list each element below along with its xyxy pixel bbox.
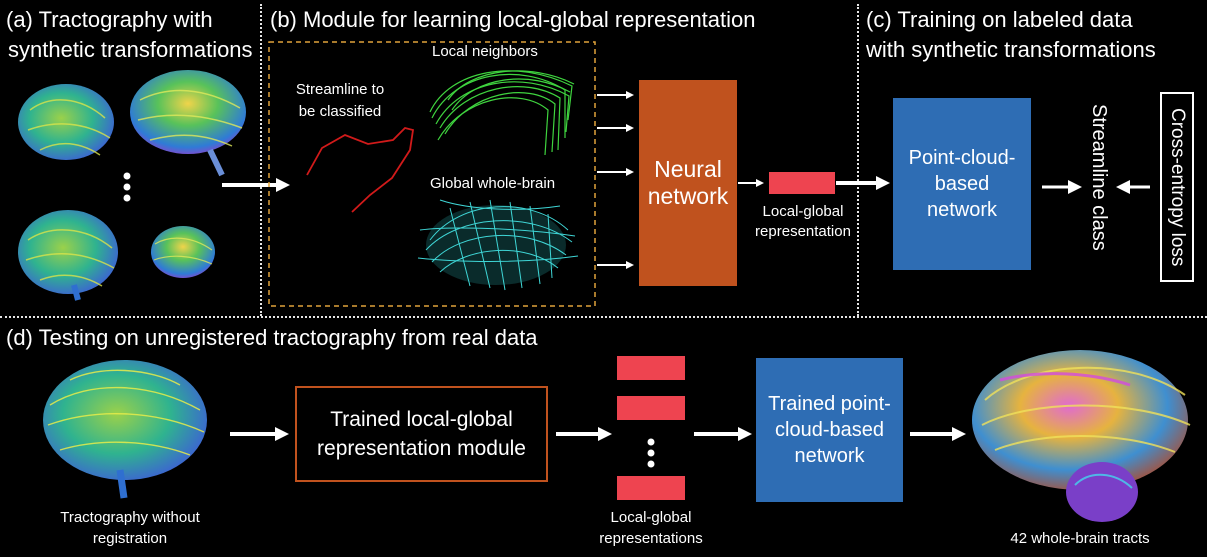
trained-pc-network-label-line2: cloud-based (775, 419, 884, 441)
representation-bar-2 (617, 396, 685, 420)
rep-label-line2: representation (755, 223, 851, 240)
neural-network-box: Neural network (639, 80, 737, 286)
local-neighbors-image (429, 70, 575, 156)
global-brain-image (417, 199, 579, 291)
reps-label-line1: Local-global (610, 509, 692, 526)
divider-b-c (857, 4, 859, 316)
trained-module-label-line1: Trained local-global (330, 407, 513, 431)
point-cloud-network-box: Point-cloud- based network (893, 98, 1031, 270)
output-tracts-label: 42 whole-brain tracts (1010, 530, 1150, 547)
panel-b-title: (b) Module for learning local-global rep… (270, 7, 756, 32)
input-dashed-box (268, 41, 596, 307)
pc-network-label-line2: based (934, 173, 990, 195)
panel-c-title-line2: with synthetic transformations (866, 37, 1156, 62)
panel-a-title-line2: synthetic transformations (8, 37, 253, 62)
cross-entropy-loss-box: Cross-entropy loss (1160, 92, 1194, 282)
divider-top-bottom (0, 316, 1207, 318)
input-label-line1: Tractography without (60, 509, 200, 526)
output-tracts-image (972, 350, 1191, 522)
brain-image-a3 (18, 210, 118, 301)
ellipsis-dots-a (123, 172, 131, 202)
input-label-line2: registration (92, 530, 168, 547)
representation-bar-1 (617, 356, 685, 380)
input-tractography-image (43, 360, 207, 499)
ellipsis-dots-d (647, 438, 655, 468)
streamline-label-line2: be classified (298, 103, 382, 120)
cross-entropy-loss-label: Cross-entropy loss (1167, 107, 1188, 267)
trained-pc-network-label-line3: network (794, 445, 865, 467)
rep-label-line1: Local-global (762, 203, 844, 220)
global-brain-label: Global whole-brain (430, 175, 556, 192)
reps-label-line2: representations (599, 530, 703, 547)
pc-network-label-line3: network (926, 199, 998, 221)
local-neighbors-label: Local neighbors (432, 43, 538, 60)
panel-c-title-line1: (c) Training on labeled data (866, 7, 1133, 32)
trained-module-box: Trained local-global representation modu… (295, 386, 548, 482)
streamline-label-line1: Streamline to (295, 81, 385, 98)
neural-network-label-line1: Neural (654, 156, 722, 182)
brain-image-a1 (18, 84, 114, 160)
brain-image-a2 (130, 70, 246, 177)
streamline-class-label: Streamline class (1088, 104, 1110, 251)
brain-image-a4 (151, 226, 215, 278)
divider-a-b (260, 4, 262, 316)
representation-bar-3 (617, 476, 685, 500)
representation-bar (769, 172, 835, 194)
panel-a-title-line1: (a) Tractography with (6, 7, 213, 32)
pc-network-label-line1: Point-cloud- (908, 147, 1016, 169)
neural-network-label-line2: network (647, 183, 729, 209)
trained-pc-network-box: Trained point- cloud-based network (756, 358, 903, 502)
streamline-to-classify (306, 127, 415, 213)
trained-module-label-line2: representation module (317, 437, 526, 460)
trained-pc-network-label-line1: Trained point- (768, 393, 891, 415)
panel-d-title: (d) Testing on unregistered tractography… (6, 325, 538, 350)
